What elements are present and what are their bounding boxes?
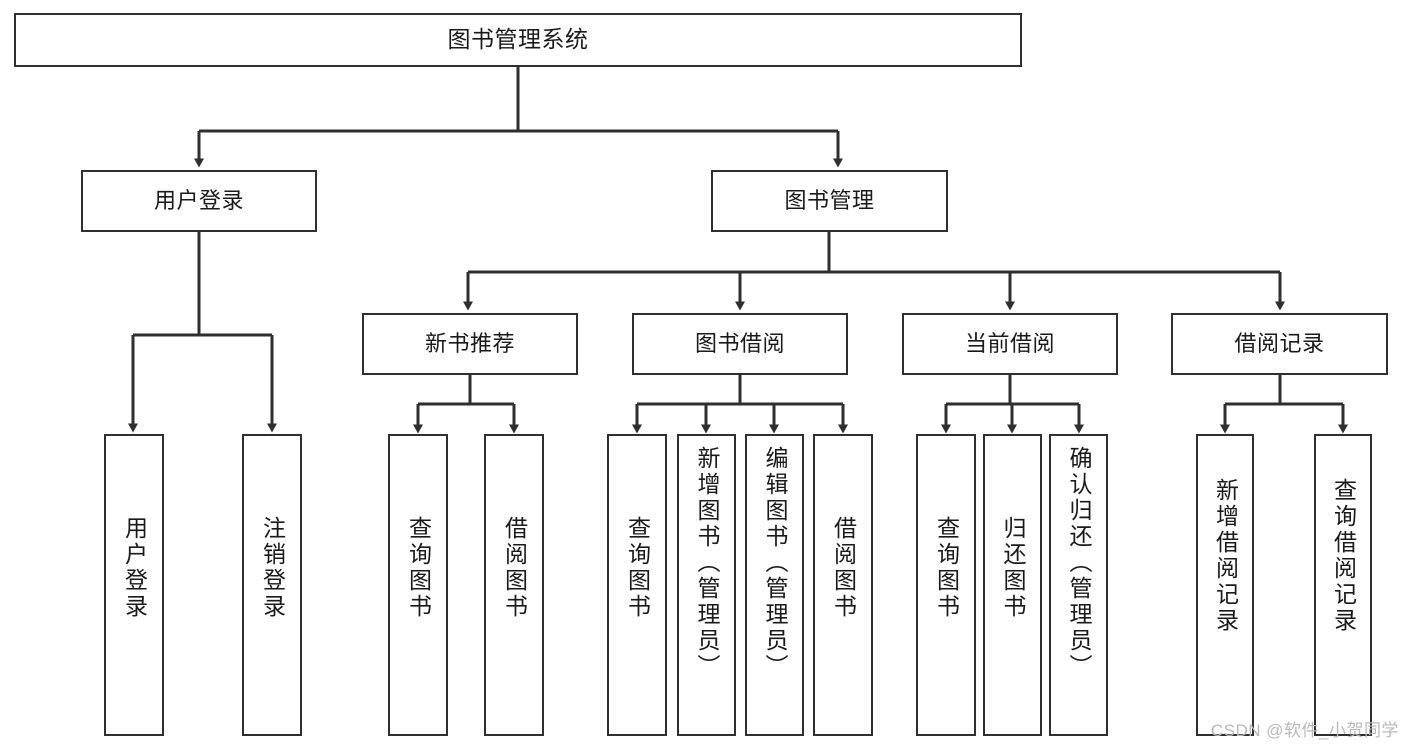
node-label: 图书管理 xyxy=(784,188,875,214)
node-label: 归还图书 xyxy=(1000,516,1026,620)
node-label: 借阅图书 xyxy=(501,516,528,620)
node-new-book-recommendation[interactable]: 新书推荐 xyxy=(362,313,578,375)
node-label: 查询图书 xyxy=(405,516,432,620)
leaf-logout[interactable]: 注销登录 xyxy=(242,434,302,736)
node-label: 图书管理系统 xyxy=(447,26,589,53)
node-label: 用户登录 xyxy=(121,516,148,620)
leaf-query-borrow-record[interactable]: 查询借阅记录 xyxy=(1314,434,1372,736)
node-borrowing-record[interactable]: 借阅记录 xyxy=(1171,313,1388,375)
leaf-query-book-borrow[interactable]: 查询图书 xyxy=(607,434,667,736)
node-label: 新增借阅记录 xyxy=(1212,478,1239,634)
csdn-watermark: CSDN @软件_小贺同学 xyxy=(1210,721,1399,740)
node-label: 新书推荐 xyxy=(424,331,515,357)
node-root-book-management-system[interactable]: 图书管理系统 xyxy=(14,13,1022,67)
leaf-borrow-book-new-book[interactable]: 借阅图书 xyxy=(484,434,544,736)
leaf-query-book-new-book[interactable]: 查询图书 xyxy=(388,434,448,736)
leaf-add-borrow-record[interactable]: 新增借阅记录 xyxy=(1196,434,1254,736)
leaf-return-book[interactable]: 归还图书 xyxy=(983,434,1042,736)
node-label: 当前借阅 xyxy=(964,331,1055,357)
leaf-edit-book-admin[interactable]: 编辑图书（管理员） xyxy=(745,434,804,736)
node-label: 用户登录 xyxy=(153,188,244,214)
node-book-borrowing[interactable]: 图书借阅 xyxy=(632,313,848,375)
node-current-borrowing[interactable]: 当前借阅 xyxy=(902,313,1118,375)
node-label: 注销登录 xyxy=(259,516,286,620)
node-user-login[interactable]: 用户登录 xyxy=(81,170,317,232)
node-label: 查询图书 xyxy=(624,516,651,620)
node-label: 查询图书 xyxy=(933,516,960,620)
node-label: 借阅记录 xyxy=(1234,331,1325,357)
node-book-management[interactable]: 图书管理 xyxy=(711,170,948,232)
leaf-add-book-admin[interactable]: 新增图书（管理员） xyxy=(677,434,736,736)
leaf-confirm-return-admin[interactable]: 确认归还（管理员） xyxy=(1049,434,1108,736)
leaf-user-login[interactable]: 用户登录 xyxy=(104,434,164,736)
node-label: 借阅图书 xyxy=(830,516,857,620)
node-label: 编辑图书（管理员） xyxy=(762,446,788,680)
node-label: 确认归还（管理员） xyxy=(1066,446,1092,680)
leaf-borrow-book-borrow[interactable]: 借阅图书 xyxy=(813,434,873,736)
leaf-query-book-current[interactable]: 查询图书 xyxy=(916,434,976,736)
node-label: 图书借阅 xyxy=(694,331,785,357)
node-label: 新增图书（管理员） xyxy=(694,446,720,680)
node-label: 查询借阅记录 xyxy=(1330,478,1357,634)
